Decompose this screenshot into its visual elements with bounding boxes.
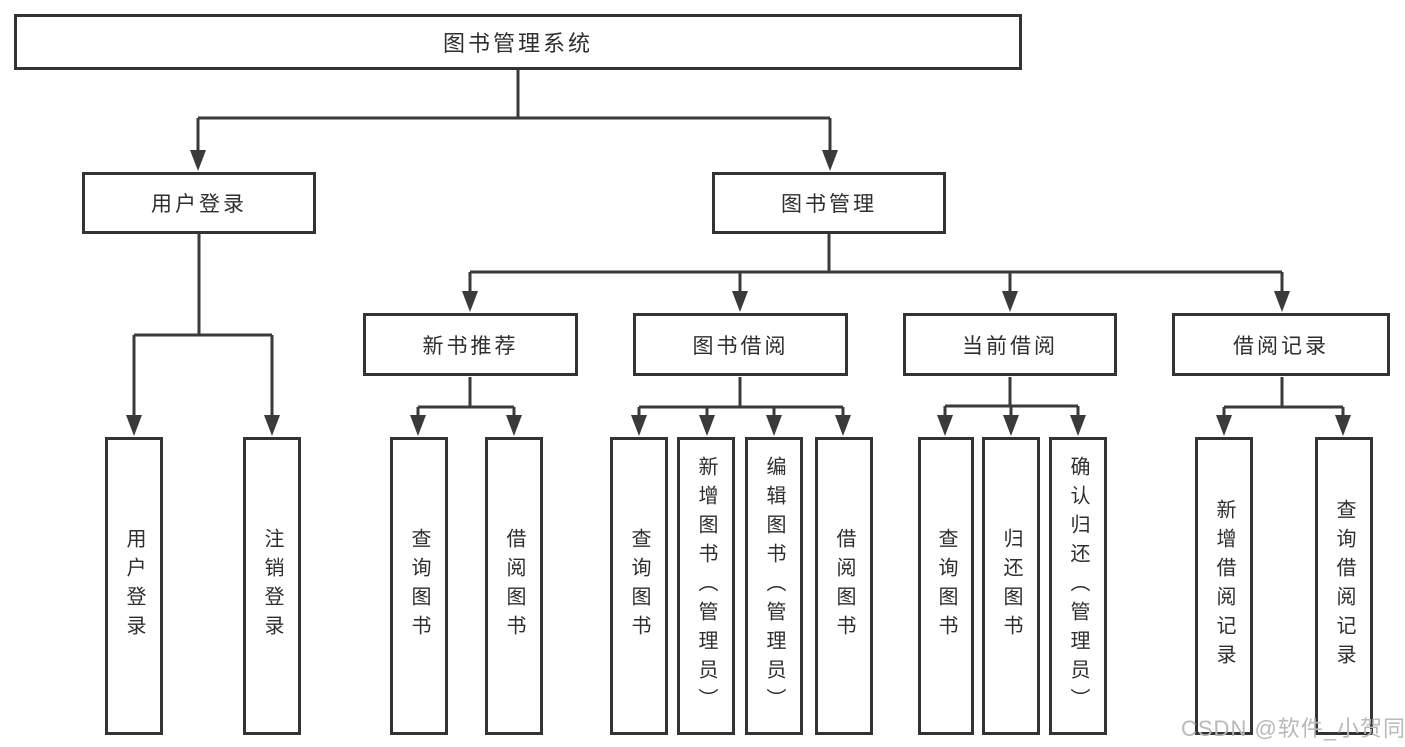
leaf-confirm-return-admin: 确认归还（管理员）	[1049, 437, 1107, 735]
node-user-login: 用户登录	[82, 172, 316, 234]
leaf-add-books-admin: 新增图书（管理员）	[677, 437, 735, 735]
node-current-borrowing: 当前借阅	[903, 313, 1117, 376]
leaf-query-books-current: 查询图书	[918, 437, 974, 735]
leaf-borrow-books-recommend: 借阅图书	[485, 437, 543, 735]
watermark: CSDN @软件_小贺同学	[1181, 716, 1405, 741]
node-book-borrowing: 图书借阅	[633, 313, 848, 376]
leaf-add-borrow-record: 新增借阅记录	[1195, 437, 1253, 735]
leaf-query-borrow-record: 查询借阅记录	[1315, 437, 1373, 735]
leaf-query-books-borrowing: 查询图书	[610, 437, 668, 735]
leaf-logout: 注销登录	[243, 437, 301, 735]
node-new-book-recommendation: 新书推荐	[363, 313, 578, 376]
leaf-query-books-recommend: 查询图书	[390, 437, 448, 735]
leaf-borrow-books-borrowing: 借阅图书	[815, 437, 873, 735]
node-library-management-system: 图书管理系统	[14, 14, 1022, 70]
leaf-edit-books-admin: 编辑图书（管理员）	[745, 437, 803, 735]
node-book-management: 图书管理	[712, 172, 946, 234]
leaf-return-books: 归还图书	[982, 437, 1040, 735]
node-borrowing-records: 借阅记录	[1172, 313, 1390, 376]
leaf-user-login: 用户登录	[105, 437, 163, 735]
